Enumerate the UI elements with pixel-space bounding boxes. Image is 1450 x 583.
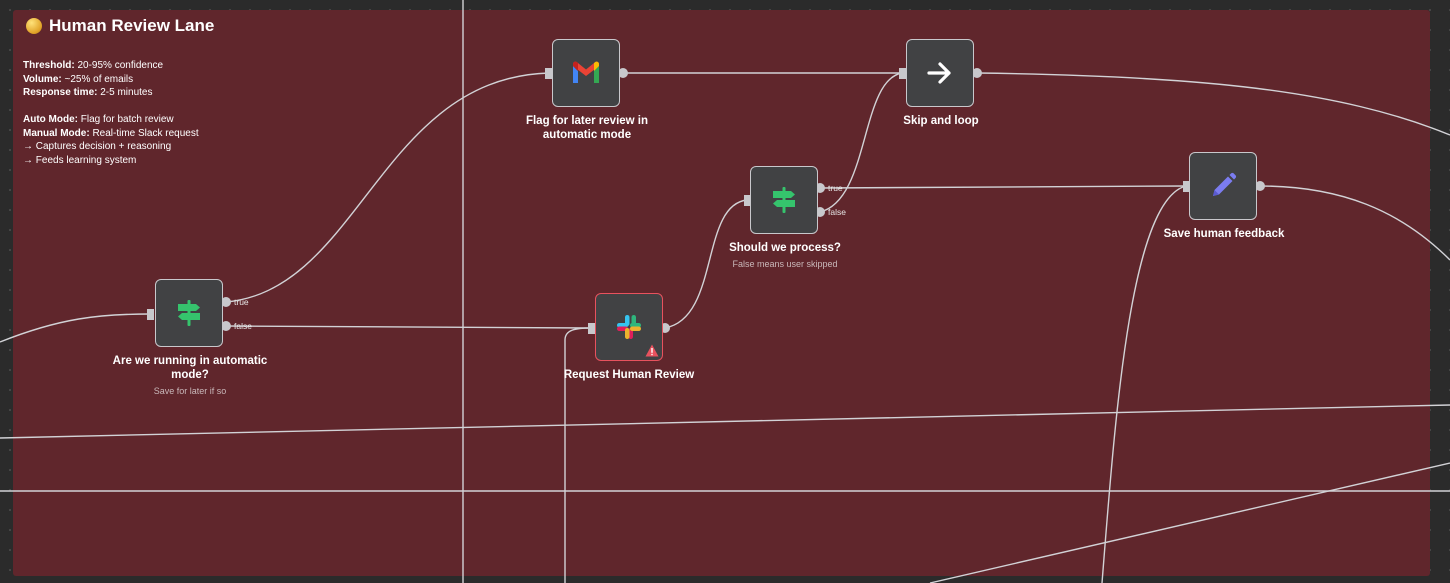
gmail-icon [573, 61, 599, 83]
auto-mode-check-node[interactable] [155, 279, 223, 347]
skip-loop-node[interactable] [906, 39, 974, 107]
sticky-title: Human Review Lane [26, 16, 214, 36]
output-connector[interactable] [618, 68, 628, 78]
sticky-line-label: Auto Mode: [23, 114, 78, 125]
output-connector[interactable] [1255, 181, 1265, 191]
connection-line[interactable] [225, 72, 550, 303]
false-port-label: false [828, 207, 846, 217]
sticky-line-text: 20-95% confidence [74, 60, 164, 71]
input-connector[interactable] [147, 309, 154, 320]
sticky-line: Volume: ~25% of emails [23, 73, 199, 87]
connection-line[interactable] [976, 72, 1450, 136]
connection-line[interactable] [0, 313, 151, 343]
node-subtitle: Save for later if so [153, 386, 227, 396]
flag-review-node[interactable] [552, 39, 620, 107]
sticky-line-text: Real-time Slack request [89, 127, 199, 139]
true-port-label: true [234, 297, 249, 307]
arrow-right-icon [927, 62, 951, 84]
connection-line[interactable] [1101, 185, 1187, 583]
input-connector[interactable] [744, 195, 751, 206]
sticky-line: Auto Mode: Flag for batch review [23, 113, 199, 127]
connection-line[interactable] [929, 462, 1450, 583]
sticky-line-text: ~25% of emails [61, 73, 134, 85]
connection-line[interactable] [819, 185, 1187, 189]
save-feedback-node[interactable] [1189, 152, 1257, 220]
sticky-line-text: → Feeds learning system [23, 154, 137, 166]
request-review-node[interactable] [595, 293, 663, 361]
node-subtitle: False means user skipped [732, 259, 838, 269]
input-connector[interactable] [545, 68, 552, 79]
node-title: Skip and loop [903, 115, 979, 127]
sticky-line-label: Manual Mode: [23, 127, 90, 139]
node-title: Flag for later review in automatic mode [525, 115, 649, 141]
pencil-icon [1213, 172, 1237, 196]
sticky-line: Threshold: 20-95% confidence [23, 59, 199, 73]
sticky-line-label: Threshold: [23, 60, 75, 71]
slack-icon [617, 315, 641, 339]
node-title: Are we running in automatic mode? [112, 355, 268, 381]
sticky-line: Manual Mode: Real-time Slack request [23, 127, 199, 141]
sticky-line-text: 2-5 minutes [97, 87, 153, 98]
input-connector[interactable] [588, 323, 595, 334]
sticky-body: Threshold: 20-95% confidence Volume: ~25… [23, 59, 199, 167]
output-connector[interactable] [972, 68, 982, 78]
sticky-title-text: Human Review Lane [49, 16, 215, 35]
output-connector-false[interactable] [221, 321, 231, 331]
should-process-node[interactable] [750, 166, 818, 234]
sticky-line-text: Flag for batch review [78, 114, 174, 125]
input-connector[interactable] [899, 68, 906, 79]
signpost-icon [178, 300, 200, 326]
connection-line[interactable] [564, 327, 592, 583]
connection-line[interactable] [0, 404, 1450, 439]
sticky-note[interactable] [13, 10, 1430, 576]
connection-line[interactable] [1259, 185, 1450, 261]
signpost-icon [773, 187, 795, 213]
warning-icon[interactable] [645, 344, 659, 357]
node-title: Save human feedback [1163, 228, 1285, 240]
yellow-circle-icon [26, 18, 42, 34]
connection-line[interactable] [225, 325, 592, 329]
node-title: Should we process? [729, 242, 841, 254]
output-connector-true[interactable] [221, 297, 231, 307]
connection-line[interactable] [819, 72, 903, 213]
node-title: Request Human Review [563, 369, 695, 381]
true-port-label: true [828, 183, 843, 193]
input-connector[interactable] [1183, 181, 1190, 192]
sticky-line: → Feeds learning system [23, 154, 199, 168]
sticky-line-label: Response time: [23, 87, 98, 98]
sticky-line-label: Volume: [23, 73, 62, 85]
false-port-label: false [234, 321, 252, 331]
sticky-line: Response time: 2-5 minutes [23, 86, 199, 100]
sticky-line-text: → Captures decision + reasoning [23, 141, 172, 152]
connection-line[interactable] [664, 199, 748, 329]
sticky-line: → Captures decision + reasoning [23, 140, 199, 154]
